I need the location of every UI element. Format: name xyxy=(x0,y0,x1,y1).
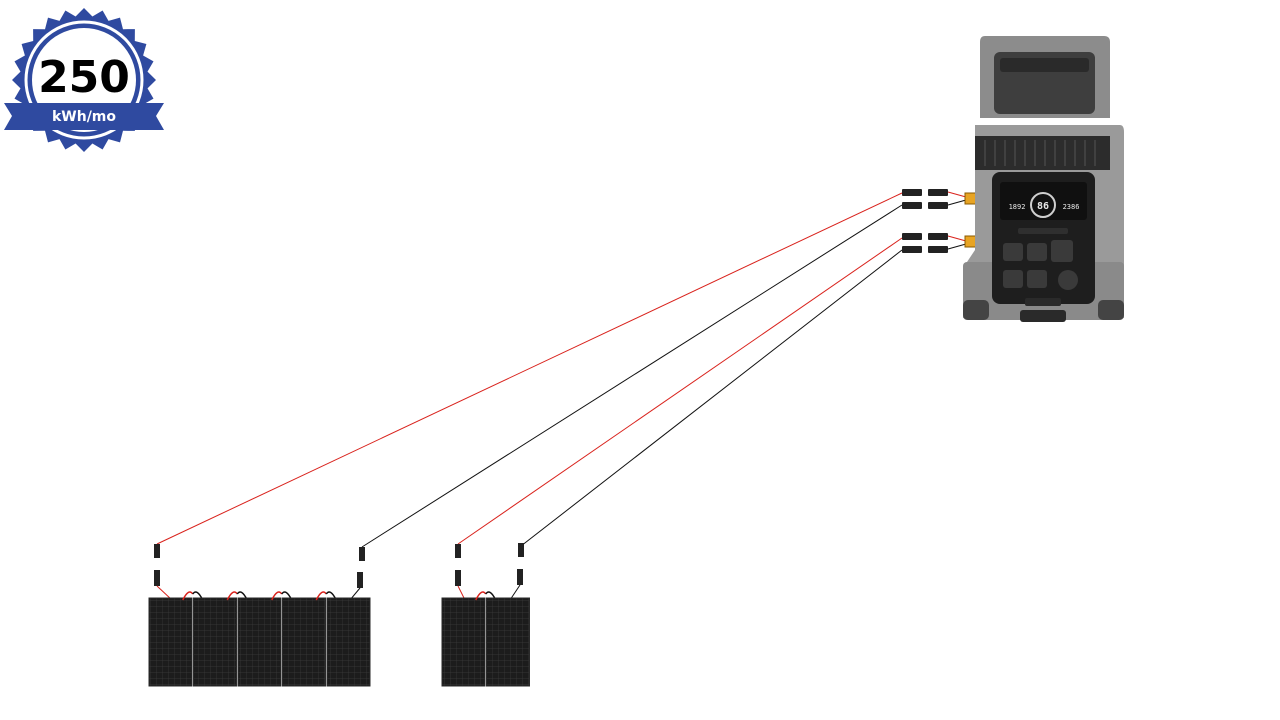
cable-positive-array-2 xyxy=(457,237,903,545)
mc4-array-2-negative-bottom xyxy=(517,569,523,585)
mc4-array-1-positive-top xyxy=(154,544,160,558)
badge-ring xyxy=(24,20,144,140)
solar-panel xyxy=(282,597,326,687)
series-jumper-positive xyxy=(226,591,238,601)
mc4-array-1-negative-top xyxy=(359,547,365,561)
mc4-array-2-positive-bottom xyxy=(455,570,461,586)
mc4-connector-pair-2 xyxy=(902,233,978,253)
solar-panel xyxy=(486,597,530,687)
wheel-right xyxy=(1098,300,1124,320)
mc4-connector-pair-1 xyxy=(902,189,978,209)
station-connectors xyxy=(902,189,978,253)
solar-panel xyxy=(326,597,371,687)
badge-unit: kWh/mo xyxy=(52,109,116,125)
mc4-array-1-positive-bottom xyxy=(154,570,160,586)
solar-array-1 xyxy=(148,591,371,687)
series-jumper-positive xyxy=(475,591,487,601)
badge-value: 250 xyxy=(38,52,130,103)
cable-positive-array-1 xyxy=(156,192,903,545)
series-jumper-positive xyxy=(315,591,327,601)
solar-panel xyxy=(237,597,282,687)
array-1-connectors xyxy=(154,544,365,601)
lcd-display xyxy=(1000,182,1087,220)
wheel-left xyxy=(963,300,989,320)
lcd-right-reading: 2386 xyxy=(1063,203,1080,211)
cable-negative-array-1 xyxy=(361,204,903,548)
solar-panel xyxy=(148,597,193,687)
ac-outlets xyxy=(1003,240,1078,290)
solar-panel xyxy=(193,597,237,687)
cables xyxy=(156,192,903,548)
lcd-center-reading: 86 xyxy=(1037,201,1049,212)
solar-array-2 xyxy=(441,591,530,687)
solar-panel xyxy=(441,597,486,687)
cable-negative-array-2 xyxy=(520,249,903,547)
mc4-array-1-negative-bottom xyxy=(357,572,363,588)
station-vent xyxy=(975,136,1110,170)
badge-ribbon xyxy=(4,103,164,130)
series-jumper-positive xyxy=(271,591,283,601)
battery-ring-icon xyxy=(1030,192,1056,218)
mc4-array-2-negative-top xyxy=(518,543,524,557)
power-station: 86 1892 2386 xyxy=(963,36,1124,322)
capacity-badge: 250 kWh/mo xyxy=(4,8,164,152)
series-jumper-positive xyxy=(182,591,194,601)
lcd-left-reading: 1892 xyxy=(1009,203,1026,211)
mc4-array-2-positive-top xyxy=(455,544,461,558)
